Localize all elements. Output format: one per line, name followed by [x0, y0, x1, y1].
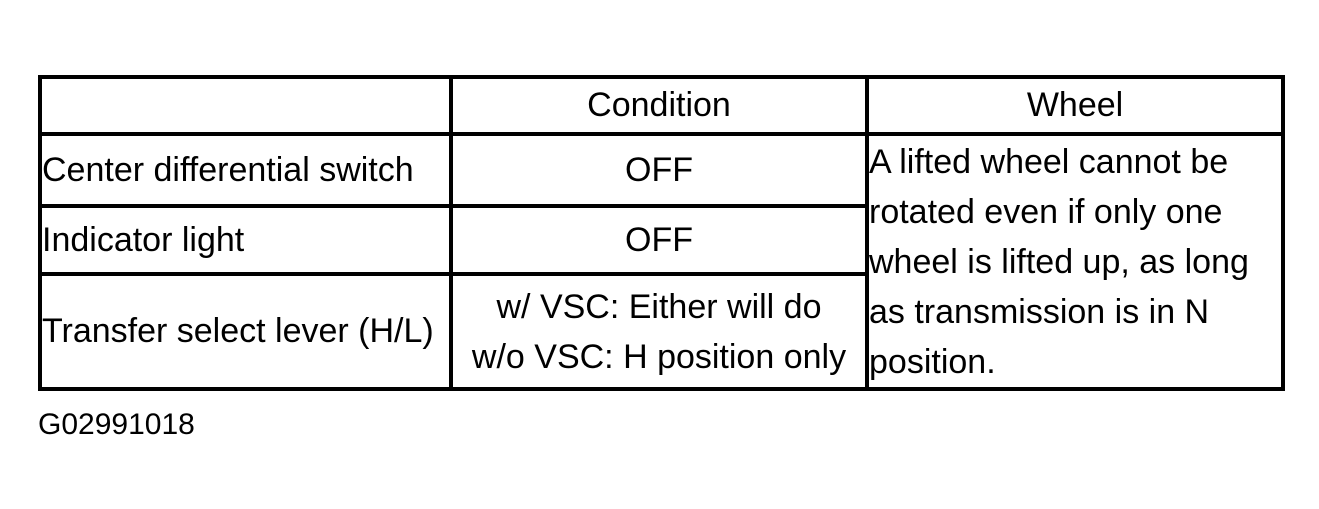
wheel-note-line: wheel is lifted up, as long	[869, 242, 1249, 281]
wheel-note-line: as transmission is in N	[869, 292, 1210, 331]
condition-cell: w/ VSC: Either will do w/o VSC: H positi…	[449, 272, 869, 391]
table-row: Indicator light OFF	[38, 204, 1283, 276]
item-header-cell	[38, 75, 453, 136]
condition-table: Condition Wheel Center differential swit…	[38, 75, 1285, 391]
condition-line: w/o VSC: H position only	[471, 337, 847, 376]
condition-line: w/ VSC: Either will do	[496, 287, 822, 326]
wheel-note-line: position.	[869, 342, 996, 381]
condition-cell: OFF	[449, 132, 869, 208]
wheel-header-cell: Wheel	[865, 75, 1285, 136]
wheel-note-cell: A lifted wheel cannot be rotated even if…	[865, 132, 1285, 391]
table-row: Transfer select lever (H/L) w/ VSC: Eith…	[38, 272, 1283, 391]
condition-header-cell: Condition	[449, 75, 869, 136]
item-cell-indicator-light: Indicator light	[38, 204, 453, 276]
figure-id: G02991018	[38, 408, 195, 441]
wheel-note-line: A lifted wheel cannot be	[869, 142, 1229, 181]
table-header-row: Condition Wheel	[38, 75, 1285, 136]
item-cell-center-differential-switch: Center differential switch	[38, 132, 453, 208]
table-row: Center differential switch OFF A lifted …	[38, 132, 1285, 391]
condition-cell: OFF	[449, 204, 869, 276]
item-cell-transfer-select-lever: Transfer select lever (H/L)	[38, 272, 453, 391]
wheel-note-line: rotated even if only one	[869, 192, 1223, 231]
